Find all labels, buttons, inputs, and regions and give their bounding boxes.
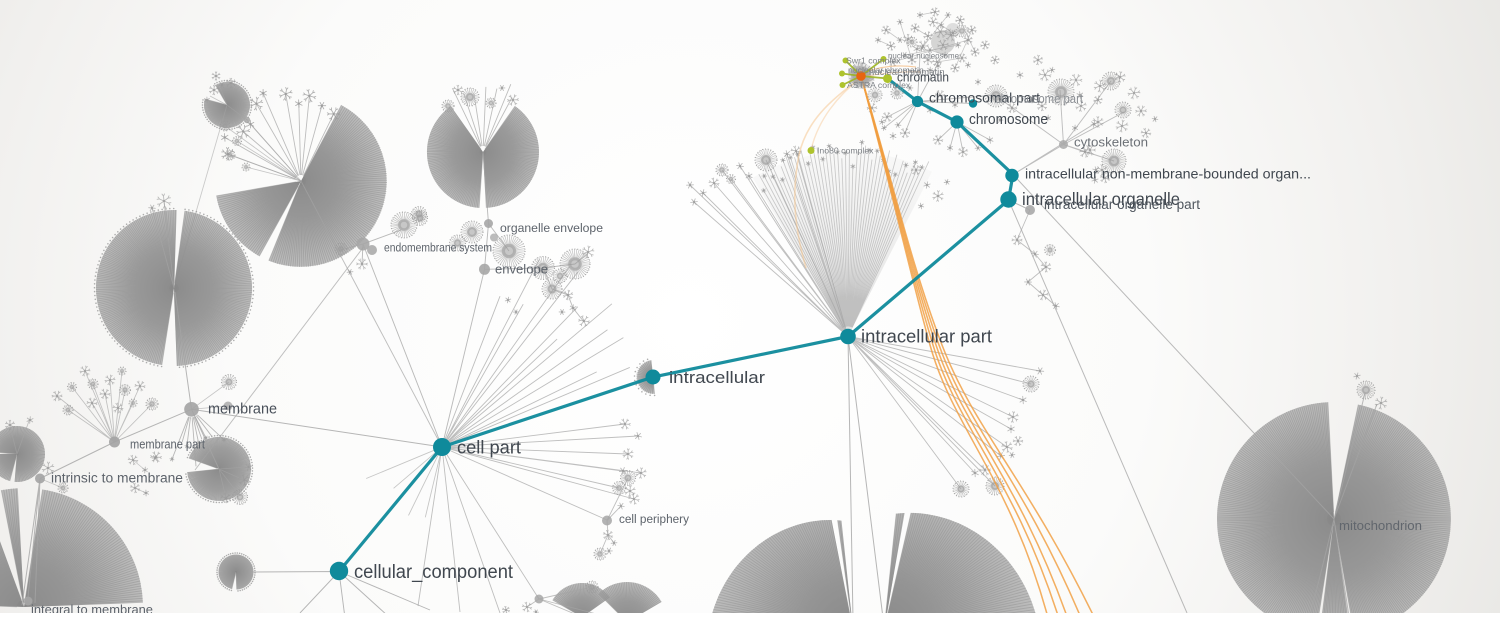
svg-text:cell periphery: cell periphery (619, 514, 689, 526)
svg-text:cell part: cell part (457, 438, 521, 458)
svg-text:intracellular part: intracellular part (861, 326, 992, 347)
svg-text:membrane: membrane (208, 401, 277, 418)
svg-text:cytoskeleton: cytoskeleton (1074, 135, 1148, 150)
svg-text:Ino80 complex: Ino80 complex (817, 146, 874, 156)
svg-text:intracellular organelle: intracellular organelle (1022, 189, 1180, 209)
svg-text:integral to membrane: integral to membrane (31, 602, 153, 613)
svg-text:membrane part: membrane part (130, 437, 205, 452)
svg-text:organelle envelope: organelle envelope (500, 221, 603, 235)
svg-text:intracellular organelle part: intracellular organelle part (1044, 197, 1200, 212)
svg-text:ASTRA complex: ASTRA complex (847, 80, 911, 90)
svg-text:nucleolar chromatin: nucleolar chromatin (848, 65, 924, 75)
svg-text:envelope: envelope (495, 262, 548, 277)
svg-text:chromosomal part: chromosomal part (929, 90, 1040, 106)
svg-text:Swr1 complex: Swr1 complex (846, 56, 901, 66)
svg-text:chromatin: chromatin (897, 71, 949, 85)
svg-text:mitochondrion: mitochondrion (1339, 518, 1422, 533)
svg-text:intracellular: intracellular (669, 369, 766, 387)
svg-text:cellular_component: cellular_component (354, 562, 514, 583)
svg-text:chromosome: chromosome (969, 112, 1048, 128)
svg-text:intrinsic to membrane: intrinsic to membrane (51, 471, 183, 486)
svg-text:nuclear chromatin: nuclear chromatin (869, 67, 945, 78)
svg-text:intracellular non-membrane-bou: intracellular non-membrane-bounded organ… (1025, 166, 1311, 182)
svg-text:nuclear nucleosome: nuclear nucleosome (888, 51, 959, 61)
svg-text:chromosome part: chromosome part (995, 92, 1083, 106)
svg-text:endomembrane system: endomembrane system (384, 241, 492, 255)
